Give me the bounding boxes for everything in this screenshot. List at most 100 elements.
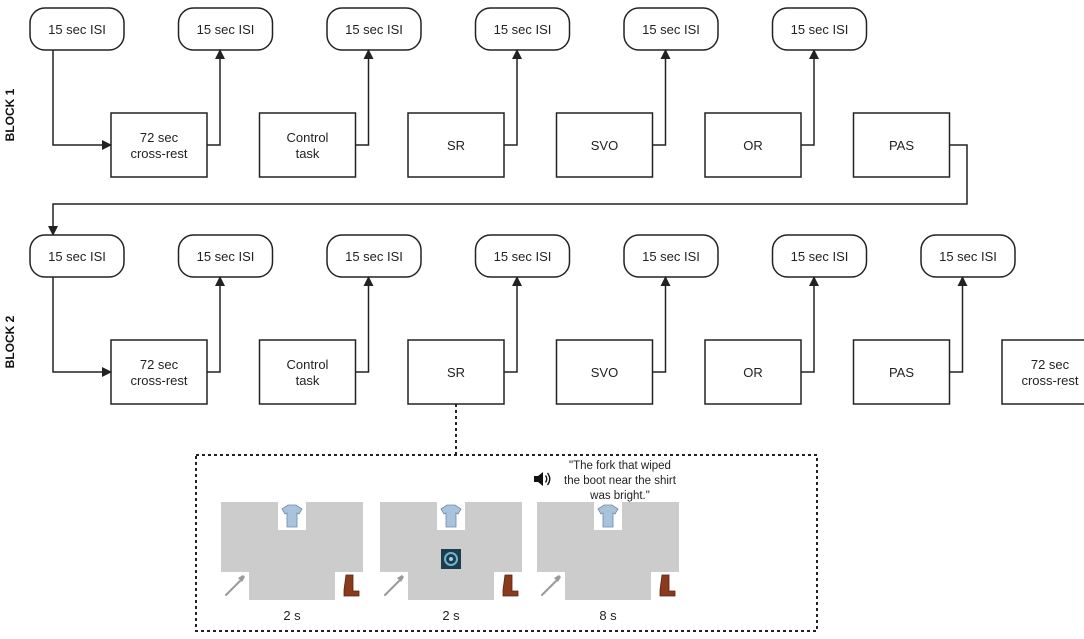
- connector-arrow: [207, 276, 225, 373]
- task-label: SVO: [591, 138, 618, 153]
- task-label: SR: [447, 365, 465, 380]
- task-label: Control: [287, 130, 329, 145]
- task-label: PAS: [889, 365, 914, 380]
- isi-node-box: [474, 7, 571, 51]
- detail-frame: [195, 454, 818, 632]
- connector-arrow: [52, 277, 112, 377]
- task-node: PAS: [852, 112, 951, 178]
- connector-arrow: [949, 276, 968, 373]
- boot-image: [335, 572, 363, 600]
- task-node-box: [110, 112, 208, 178]
- isi-node-box: [920, 234, 1016, 278]
- isi-node-box: [326, 7, 422, 51]
- task-label: PAS: [889, 138, 914, 153]
- task-node-box: [704, 339, 802, 405]
- task-node-box: [258, 339, 357, 405]
- task-node-box: [110, 339, 208, 405]
- trial-frame-3: 8 s: [537, 502, 679, 623]
- frame-duration-label: 2 s: [283, 608, 301, 623]
- sentence-line: was bright.": [589, 490, 650, 502]
- isi-node-box: [623, 7, 719, 51]
- block-1: BLOCK 1 15 sec ISI 15 sec ISI 15 sec ISI 15 …: [3, 7, 951, 178]
- boot-image: [651, 572, 679, 600]
- connector-arrow: [504, 49, 522, 146]
- connector-arrow: [355, 276, 374, 373]
- shirt-image: [594, 502, 622, 530]
- fork-image: [221, 572, 249, 600]
- task-node-box: [852, 112, 951, 178]
- task-label: Control: [287, 357, 329, 372]
- shirt-image: [278, 502, 306, 530]
- isi-node: 15 sec ISI: [29, 7, 125, 51]
- task-node: OR: [704, 339, 802, 405]
- isi-node: 15 sec ISI: [623, 234, 719, 278]
- task-node: SR: [407, 112, 505, 178]
- task-label: task: [296, 146, 320, 161]
- isi-node-box: [177, 234, 274, 278]
- isi-node-label: 15 sec ISI: [642, 22, 700, 37]
- isi-node: 15 sec ISI: [177, 7, 274, 51]
- trial-frame-2: 2 s: [380, 502, 522, 623]
- isi-node-label: 15 sec ISI: [791, 22, 849, 37]
- isi-node-label: 15 sec ISI: [197, 22, 255, 37]
- task-node-box: [407, 339, 505, 405]
- isi-node-label: 15 sec ISI: [345, 249, 403, 264]
- isi-node: 15 sec ISI: [29, 234, 125, 278]
- sentence-line: the boot near the shirt: [564, 475, 677, 487]
- isi-node-label: 15 sec ISI: [48, 249, 106, 264]
- isi-node-label: 15 sec ISI: [642, 249, 700, 264]
- task-node: OR: [704, 112, 802, 178]
- task-label: cross-rest: [130, 146, 187, 161]
- sr-detail-panel: "The fork that wiped the boot near the sh…: [195, 404, 818, 632]
- isi-node-box: [623, 234, 719, 278]
- isi-node-label: 15 sec ISI: [345, 22, 403, 37]
- isi-node: 15 sec ISI: [920, 234, 1016, 278]
- isi-node-box: [29, 234, 125, 278]
- isi-node: 15 sec ISI: [326, 234, 422, 278]
- task-label: 72 sec: [140, 130, 179, 145]
- task-label: OR: [743, 365, 763, 380]
- sentence-line: "The fork that wiped: [569, 460, 671, 472]
- isi-node-box: [29, 7, 125, 51]
- isi-node-label: 15 sec ISI: [791, 249, 849, 264]
- fork-image: [380, 572, 408, 600]
- task-node: SVO: [555, 339, 654, 405]
- trial-frame-1: 2 s: [221, 502, 363, 623]
- task-node-box: [1001, 339, 1084, 405]
- frame-duration-label: 8 s: [599, 608, 617, 623]
- block-label: BLOCK 1: [3, 88, 17, 141]
- connector-arrow: [652, 276, 671, 373]
- task-node-box: [555, 112, 654, 178]
- connector-arrow: [355, 49, 374, 146]
- isi-node-label: 15 sec ISI: [939, 249, 997, 264]
- task-label: 72 sec: [1031, 357, 1070, 372]
- flow-layer: BLOCK 1 15 sec ISI 15 sec ISI 15 sec ISI 15 …: [3, 7, 1084, 405]
- isi-node: 15 sec ISI: [177, 234, 274, 278]
- task-label: OR: [743, 138, 763, 153]
- isi-node: 15 sec ISI: [474, 7, 571, 51]
- task-label: cross-rest: [130, 373, 187, 388]
- task-node: SR: [407, 339, 505, 405]
- scrambled-image: [441, 549, 461, 569]
- task-node: PAS: [852, 339, 951, 405]
- connector-arrow: [801, 49, 819, 146]
- isi-node-box: [326, 234, 422, 278]
- isi-node-box: [177, 7, 274, 51]
- isi-node: 15 sec ISI: [771, 7, 868, 51]
- block-transition-arrow: [48, 144, 968, 236]
- connector-arrow: [52, 50, 112, 150]
- task-node-box: [852, 339, 951, 405]
- connector-arrow: [504, 276, 522, 373]
- isi-node: 15 sec ISI: [474, 234, 571, 278]
- task-node-box: [258, 112, 357, 178]
- block-label: BLOCK 2: [3, 315, 17, 368]
- isi-node: 15 sec ISI: [623, 7, 719, 51]
- isi-node: 15 sec ISI: [326, 7, 422, 51]
- block-2: BLOCK 2 15 sec ISI 15 sec ISI 15 sec ISI 15 …: [3, 234, 1084, 405]
